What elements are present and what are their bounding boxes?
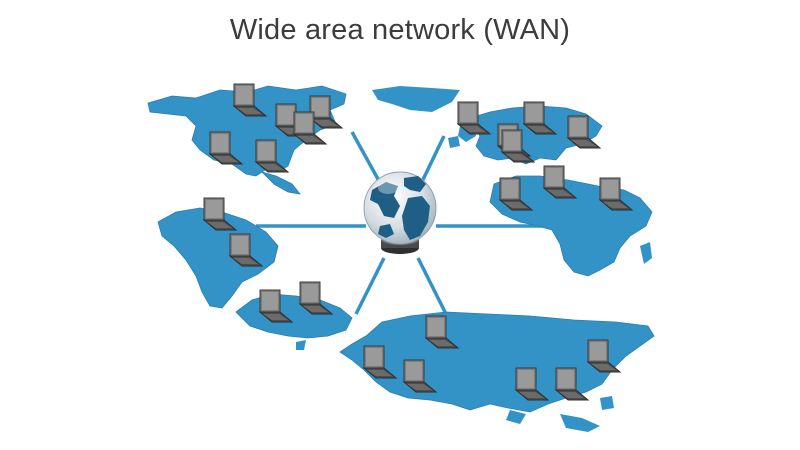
diagram-title: Wide area network (WAN): [229, 14, 571, 46]
australia-landmass: [235, 293, 353, 339]
link-asia: [416, 257, 448, 315]
region-australia: [235, 293, 353, 350]
link-australia: [354, 257, 386, 315]
globe-icon: [363, 171, 437, 254]
